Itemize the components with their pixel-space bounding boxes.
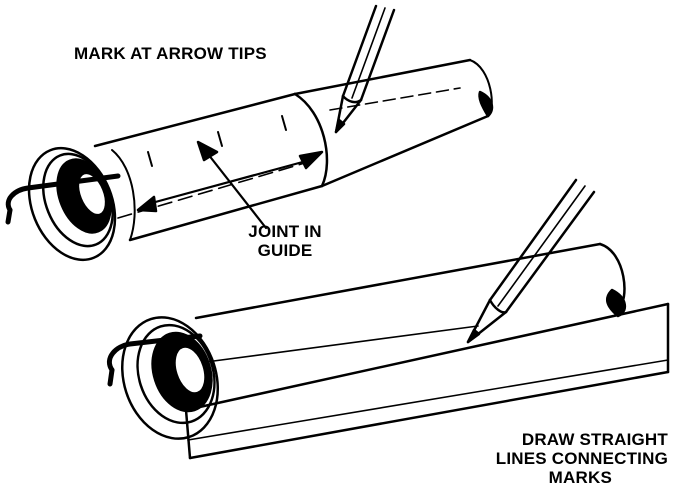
bottom-caption-line-1: DRAW STRAIGHT: [521, 430, 668, 449]
top-pencil-icon: [334, 4, 396, 134]
straight-edge: [184, 302, 670, 460]
bottom-caption: DRAW STRAIGHT LINES CONNECTING MARKS: [456, 430, 668, 487]
bottom-caption-line-2: LINES CONNECTING: [495, 449, 668, 468]
bottom-hook-tool: [106, 333, 203, 387]
bottom-pipe-end: [120, 316, 220, 440]
top-hook-tool: [5, 173, 121, 225]
top-pipe-end: [27, 146, 136, 262]
bottom-pipe: [194, 242, 626, 363]
joint-label-line-1: JOINT IN: [248, 222, 322, 241]
bottom-caption-line-3: MARKS: [548, 468, 612, 487]
top-guide-sleeve: [93, 92, 329, 242]
top-pipe: [293, 58, 494, 188]
top-arrows: [136, 140, 324, 230]
bottom-pencil-icon: [466, 178, 596, 344]
joint-in-guide-label: JOINT IN GUIDE: [240, 222, 330, 260]
top-caption: MARK AT ARROW TIPS: [74, 44, 267, 63]
joint-label-line-2: GUIDE: [257, 241, 313, 260]
